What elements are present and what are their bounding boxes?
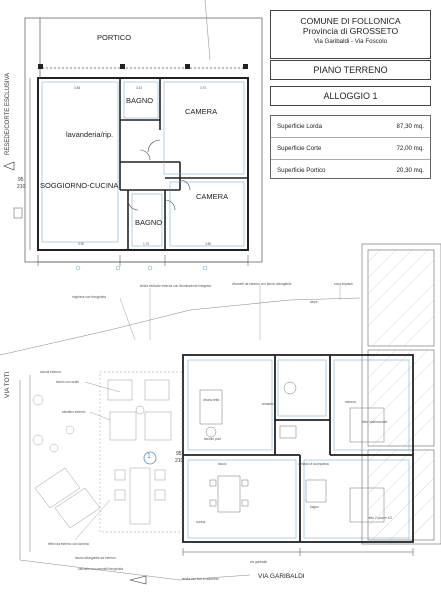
room-label-soggiorno: SOGGIORNO-CUCINA [40,181,119,190]
room-note: camera [345,400,356,404]
note-label: ringhiera con frangivista [72,295,106,299]
resede-label: RESEDE/CORTE ESCLUSIVA [5,72,11,155]
note-label: tavolo con sedie [56,380,80,384]
room-label-lavanderia: lavanderia/rip. [66,130,114,139]
dimension-label: 3.10 [136,86,143,90]
room-note: letto 2 piazze 1/2 [368,516,393,520]
dimension-label: 3.85 [74,86,81,90]
area-label: Superficie Lorda [277,123,323,130]
note-label: siepe [310,300,318,304]
note-label: zona impianti [334,282,353,286]
note-label: salottino esterno [62,410,86,414]
room-label-camera-1: CAMERA [185,107,218,116]
area-row: Superficie Lorda 87,30 mq. [271,116,430,137]
note-label: via garibaldi [250,560,268,564]
unit-label-box: ALLOGGIO 1 [270,86,431,106]
note-label: lettini da esterno con tavolino [48,542,90,546]
quota-label-b2: 210 [175,458,184,464]
room-note: tavolini pouf [204,437,222,441]
note-label: tavolo allungabile da esterno [75,556,116,560]
area-value: 20,30 mq. [396,167,424,174]
area-label: Superficie Portico [277,167,326,174]
area-table: Superficie Lorda 87,30 mq. Superficie Co… [270,115,431,179]
floor-label-box: PIANO TERRENO [270,60,431,80]
address-line: Via Garibaldi - Via Foscolo [313,38,388,45]
room-note: armadio [262,402,274,406]
note-label: tenda verticale esterna con illuminazion… [140,284,211,288]
note-label: tenda con box in alluminio [182,577,219,581]
quota-label-2: 210 [17,184,26,190]
room-note: armadio a scomparsa [298,462,329,466]
note-label: cancello con pannelli frangivista [78,567,124,571]
dimension-label: 3.80 [205,242,212,246]
quota-label: 95 [18,177,24,183]
area-row: Superficie Corte 72,00 mq. [271,137,430,159]
comune-title: COMUNE DI FOLLONICA [300,16,401,26]
room-note: cucina [196,520,206,524]
section-marker-circle [143,451,157,465]
dimension-label: 1.70 [143,242,150,246]
street-label-via-garibaldi: VIA GARIBALDI [258,573,305,580]
dimension-label: 3.90 [78,242,85,246]
room-note: bagno [310,505,319,509]
room-label-camera-2: CAMERA [196,192,229,201]
note-label: doccia esterna [40,370,61,374]
room-note: tavolo [218,462,227,466]
unit-label: ALLOGGIO 1 [323,91,378,101]
room-label-bagno-1: BAGNO [126,96,154,105]
area-row: Superficie Portico 20,30 mq. [271,159,430,181]
area-value: 72,00 mq. [396,145,424,152]
room-label-portico: PORTICO [97,33,132,42]
top-plan-walls [37,77,249,251]
title-block: COMUNE DI FOLLONICA Provincia di GROSSET… [270,10,431,59]
section-marker-label: 1 [147,453,151,460]
floor-label: PIANO TERRENO [313,65,388,75]
room-note: letto matrimoniale [362,420,388,424]
room-label-bagno-2: BAGNO [135,218,163,227]
area-value: 87,30 mq. [396,123,424,130]
provincia-title: Provincia di GROSSETO [302,26,399,36]
street-label-via-toti: VIA TOTI [4,371,11,399]
note-label: divanetti da esterno con tavolo allungab… [232,282,292,286]
area-label: Superficie Corte [277,145,322,152]
quota-label-b: 95 [176,451,182,457]
room-note: divano letto [203,398,220,402]
dimension-label: 3.70 [200,86,207,90]
